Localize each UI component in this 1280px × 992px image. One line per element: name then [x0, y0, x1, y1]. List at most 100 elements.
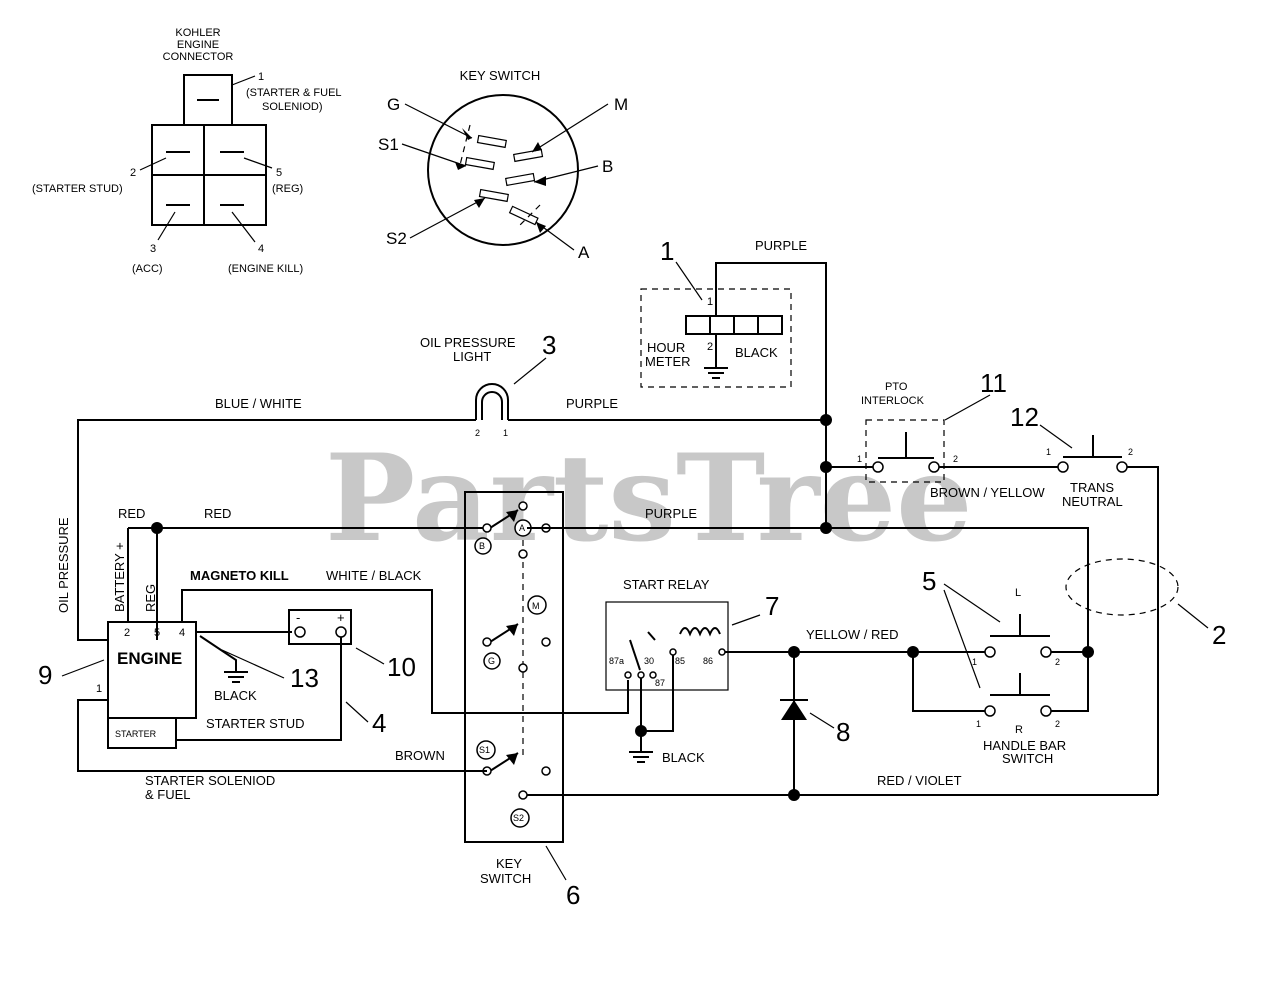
pto-pin1: 1 — [857, 454, 862, 464]
connector-pin1-num: 1 — [258, 71, 264, 83]
trans-callout: 12 — [1010, 402, 1039, 432]
connector-title-3: CONNECTOR — [163, 51, 234, 63]
engine: ENGINE 2 5 4 1 STARTER 9 — [38, 621, 197, 749]
blue-white-wire — [77, 419, 476, 641]
starter-stud-wire — [176, 637, 342, 741]
engine-pin4: 4 — [179, 627, 185, 639]
hour-meter-ground-label: BLACK — [735, 345, 778, 360]
connector-pin5-label: (REG) — [272, 183, 303, 195]
hour-meter-pin1: 1 — [707, 296, 713, 308]
relay-title: START RELAY — [623, 577, 710, 592]
engine-starter: STARTER — [115, 729, 157, 739]
starter-stud-label: STARTER STUD — [206, 716, 304, 731]
battery-label: BATTERY + — [112, 542, 127, 612]
key-face-g: G — [387, 95, 400, 114]
callout-4: 4 — [372, 708, 386, 738]
engine-callout: 9 — [38, 660, 52, 690]
key-face-a: A — [578, 243, 590, 262]
blue-white-label: BLUE / WHITE — [215, 396, 302, 411]
module-plus: + — [337, 610, 345, 625]
engine-label: ENGINE — [117, 649, 182, 668]
connector-title-2: ENGINE — [177, 39, 219, 51]
hb-r-pin1: 1 — [976, 719, 981, 729]
handle-bar-switch: 5 L 1 2 1 2 R HANDLE BAR SWITCH — [922, 566, 1066, 766]
harness-callout: 2 — [1212, 620, 1226, 650]
module-10: - + 10 — [288, 609, 416, 682]
hour-meter-pin2: 2 — [707, 341, 713, 353]
white-black-label: WHITE / BLACK — [326, 568, 422, 583]
connector-title-1: KOHLER — [175, 27, 220, 39]
key-face-s1: S1 — [378, 135, 399, 154]
connector-pin4-label: (ENGINE KILL) — [228, 263, 303, 275]
start-relay: START RELAY 7 87a 30 87 85 86 — [605, 577, 779, 691]
ks-label-1: KEY — [496, 856, 522, 871]
oil-light-label-1: OIL PRESSURE — [420, 335, 516, 350]
handle-bar-l: L — [1015, 587, 1021, 599]
pto-label-1: PTO — [885, 381, 908, 393]
key-face-s2: S2 — [386, 229, 407, 248]
connector-pin3-label: (ACC) — [132, 263, 163, 275]
handle-bar-r: R — [1015, 724, 1023, 736]
connector-pin3-cell — [151, 174, 205, 226]
pto-pin2: 2 — [953, 454, 958, 464]
key-switch-body — [427, 94, 579, 246]
trans-label-2: NEUTRAL — [1062, 494, 1123, 509]
callout-13: 13 — [290, 663, 319, 693]
brown-yellow-label: BROWN / YELLOW — [930, 485, 1045, 500]
oil-light-label-2: LIGHT — [453, 349, 491, 364]
oil-light-callout: 3 — [542, 330, 556, 360]
trans-pin2: 2 — [1128, 447, 1133, 457]
starter-solenoid-wire — [77, 699, 487, 772]
connector-pin5-cell — [203, 124, 267, 176]
oil-light-pin2: 2 — [475, 428, 480, 438]
ks-a: A — [519, 523, 525, 533]
handle-bar-callout: 5 — [922, 566, 936, 596]
handle-bar-label-2: SWITCH — [1002, 751, 1053, 766]
key-switch-face-title: KEY SWITCH — [460, 68, 541, 83]
connector-pin3-num: 3 — [150, 243, 156, 255]
hb-l-pin2: 2 — [1055, 657, 1060, 667]
yellow-red-label: YELLOW / RED — [806, 627, 898, 642]
reg-label: REG — [143, 584, 158, 612]
relay-87: 87 — [655, 678, 665, 688]
relay-callout: 7 — [765, 591, 779, 621]
diode-callout: 8 — [836, 717, 850, 747]
purple-mid-label: PURPLE — [645, 506, 697, 521]
oil-pressure-label: OIL PRESSURE — [56, 517, 71, 613]
red-label-1: RED — [118, 506, 145, 521]
hour-meter-label-1: HOUR — [647, 340, 685, 355]
red-violet-label: RED / VIOLET — [877, 773, 962, 788]
pto-label-2: INTERLOCK — [861, 395, 925, 407]
key-face-m: M — [614, 95, 628, 114]
hb-l-pin1: 1 — [972, 657, 977, 667]
pto-interlock: PTO INTERLOCK 11 1 2 — [857, 368, 1007, 483]
pto-callout: 11 — [980, 368, 1007, 398]
ks-b: B — [479, 541, 485, 551]
white-black-wire — [181, 589, 629, 714]
brown-label: BROWN — [395, 748, 445, 763]
engine-pin2: 2 — [124, 627, 130, 639]
trans-right-wire — [1127, 466, 1159, 795]
connector-pin2-cell — [151, 124, 205, 176]
ks-s1: S1 — [479, 745, 490, 755]
kohler-engine-connector: KOHLER ENGINE CONNECTOR 1 (STARTER & FUE… — [32, 27, 342, 275]
engine-pin5: 5 — [154, 627, 160, 639]
diode: 8 — [780, 652, 850, 795]
purple-top-label: PURPLE — [566, 396, 618, 411]
watermark: PartsTree — [325, 428, 972, 569]
module-callout: 10 — [387, 652, 416, 682]
relay-86: 86 — [703, 656, 713, 666]
hour-meter-label-2: METER — [645, 354, 691, 369]
engine-pin1: 1 — [96, 683, 102, 695]
starter-solenoid-label-2: & FUEL — [145, 787, 191, 802]
relay-87a: 87a — [609, 656, 624, 666]
module-minus: - — [296, 610, 300, 625]
black-relay-label: BLACK — [662, 750, 705, 765]
key-switch-face: KEY SWITCH G M S1 B S2 A — [378, 68, 628, 262]
magneto-kill-label: MAGNETO KILL — [190, 568, 289, 583]
trans-label-1: TRANS — [1070, 480, 1114, 495]
ks-label-2: SWITCH — [480, 871, 531, 886]
starter-solenoid-label-1: STARTER SOLENIOD — [145, 773, 275, 788]
trans-neutral-switch: 12 1 2 TRANS NEUTRAL — [1010, 402, 1133, 509]
